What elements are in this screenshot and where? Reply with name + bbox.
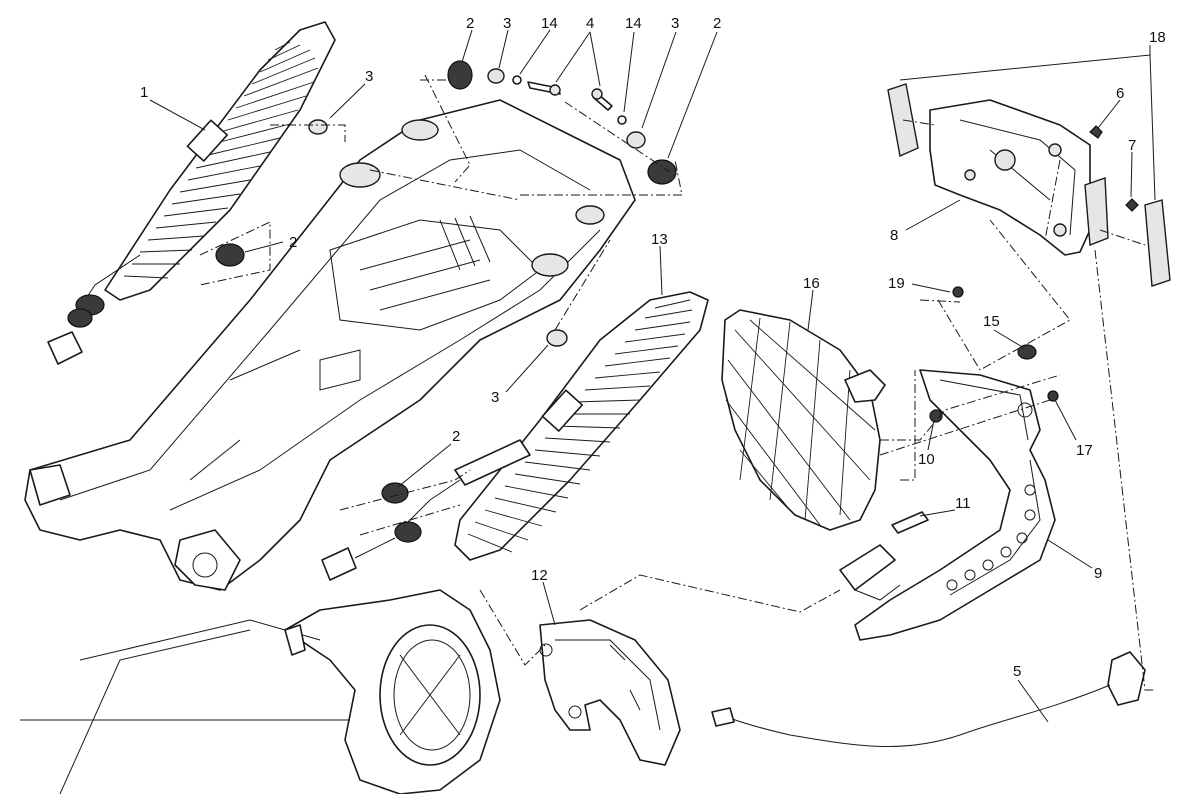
callout-2: 2	[466, 15, 474, 32]
callout-7: 7	[1128, 137, 1136, 154]
callout-4: 4	[586, 15, 594, 32]
callout-2: 2	[452, 428, 460, 445]
wire-harness	[711, 651, 1146, 748]
callout-3: 3	[503, 15, 511, 32]
callout-16: 16	[803, 275, 820, 292]
callout-14: 14	[541, 15, 558, 32]
left-turn-indicator	[47, 21, 336, 365]
callout-14: 14	[625, 15, 642, 32]
callout-1: 1	[140, 84, 148, 101]
callout-17: 17	[1076, 442, 1093, 459]
callout-5: 5	[1013, 663, 1021, 680]
callout-3: 3	[491, 389, 499, 406]
lower-shield	[539, 619, 681, 766]
callout-11: 11	[955, 495, 971, 512]
plate-bracket	[839, 369, 1056, 641]
right-turn-indicator	[321, 291, 709, 581]
rear-subframe	[24, 99, 636, 591]
callout-9: 9	[1094, 565, 1102, 582]
callout-labels: 1 2 2 2 2 3 3 3 3 4 5 6 7 8 9 10 11 12 1…	[140, 15, 1166, 680]
callout-8: 8	[890, 227, 898, 244]
fasteners	[215, 60, 677, 347]
callout-3: 3	[671, 15, 679, 32]
callout-10: 10	[918, 451, 935, 468]
callout-3: 3	[365, 68, 373, 85]
callout-2: 2	[289, 234, 297, 251]
callout-2: 2	[713, 15, 721, 32]
swingarm-area	[20, 589, 501, 794]
callout-13: 13	[651, 231, 668, 248]
callout-15: 15	[983, 313, 1000, 330]
rear-lamp	[721, 309, 886, 531]
small-screws	[891, 125, 1139, 534]
callout-19: 19	[888, 275, 905, 292]
callout-12: 12	[531, 567, 548, 584]
license-plate-holder	[887, 83, 1171, 287]
assembly-guide-lines	[199, 45, 1156, 691]
callout-18: 18	[1149, 29, 1166, 46]
callout-6: 6	[1116, 85, 1124, 102]
callout-leaders	[149, 29, 1133, 723]
